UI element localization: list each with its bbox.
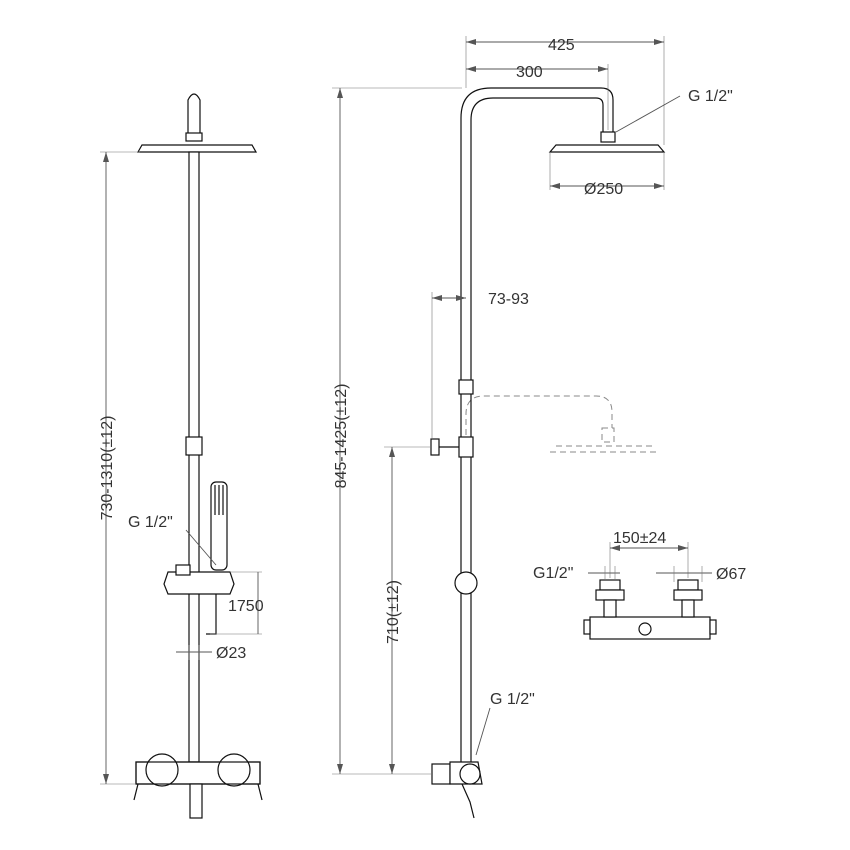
middle-bracket-wall [430, 438, 440, 456]
middle-slider-ball [454, 571, 478, 595]
left-head-connector [185, 132, 203, 142]
left-vertical-bar [188, 151, 200, 763]
left-slider-knob [175, 564, 191, 576]
middle-riser-joint [458, 379, 474, 395]
detail-eccentric-right-stem [681, 599, 695, 618]
middle-bracket-height-label: 710(±12) [385, 580, 402, 644]
middle-inlet-thread-leader [475, 707, 491, 756]
middle-side-view: 425 300 G 1/2" Ø250 73-93 845-1425(±12) [332, 36, 733, 819]
middle-riser-inner [470, 97, 604, 762]
detail-eccentric-right-top [677, 579, 699, 591]
middle-diameter-label: Ø250 [584, 181, 623, 198]
detail-cover-diameter-label: Ø67 [716, 566, 746, 583]
detail-mixer-end-right [709, 619, 717, 635]
left-shower-head [136, 144, 258, 153]
middle-mixer-handle [459, 763, 481, 785]
detail-inlet-thread-label: G1/2" [533, 565, 573, 582]
left-thread-label: G 1/2" [128, 514, 173, 531]
middle-riser-outer [460, 87, 614, 762]
middle-mixer-inlet [431, 763, 451, 785]
middle-head-connector [600, 131, 616, 143]
detail-center-distance-label: 150±24 [613, 530, 666, 547]
detail-eccentric-right-mid [673, 589, 703, 601]
detail-eccentric-left-mid [595, 589, 625, 601]
left-bar-top [187, 93, 201, 135]
left-mixer-outlet [189, 783, 203, 819]
middle-bracket-offset-label: 73-93 [488, 291, 529, 308]
middle-head-thread-leader [615, 95, 681, 133]
middle-ghost-arm [465, 395, 613, 435]
left-mixer-handle-left [145, 753, 179, 787]
middle-inlet-thread-label: G 1/2" [490, 691, 535, 708]
middle-height-label: 845-1425(±12) [333, 384, 350, 489]
middle-bracket-clamp [458, 436, 474, 458]
middle-425-label: 425 [548, 37, 575, 54]
detail-eccentric-left-top [599, 579, 621, 591]
detail-mixer-center-knob [638, 622, 652, 636]
left-slider-holder [163, 571, 235, 595]
left-bar-joint [185, 436, 203, 456]
left-hose [206, 594, 217, 635]
middle-head-thread-label: G 1/2" [688, 88, 733, 105]
left-thread-leader [185, 529, 217, 566]
left-bar-diameter-label: Ø23 [216, 645, 246, 662]
detail-mixer-end-left [583, 619, 591, 635]
left-hose-label: 1750 [228, 598, 264, 615]
middle-300-label: 300 [516, 64, 543, 81]
middle-mixer-outlet [461, 783, 475, 819]
detail-eccentric-left-stem [603, 599, 617, 618]
detail-mixer-view: 150±24 G1/2" Ø67 [533, 530, 746, 640]
left-height-label: 730-1310(±12) [99, 416, 116, 521]
left-front-view: 730-1310(±12) G 1/2" 1750 Ø23 [99, 93, 264, 819]
middle-shower-head [548, 144, 666, 153]
left-mixer-handle-right [217, 753, 251, 787]
